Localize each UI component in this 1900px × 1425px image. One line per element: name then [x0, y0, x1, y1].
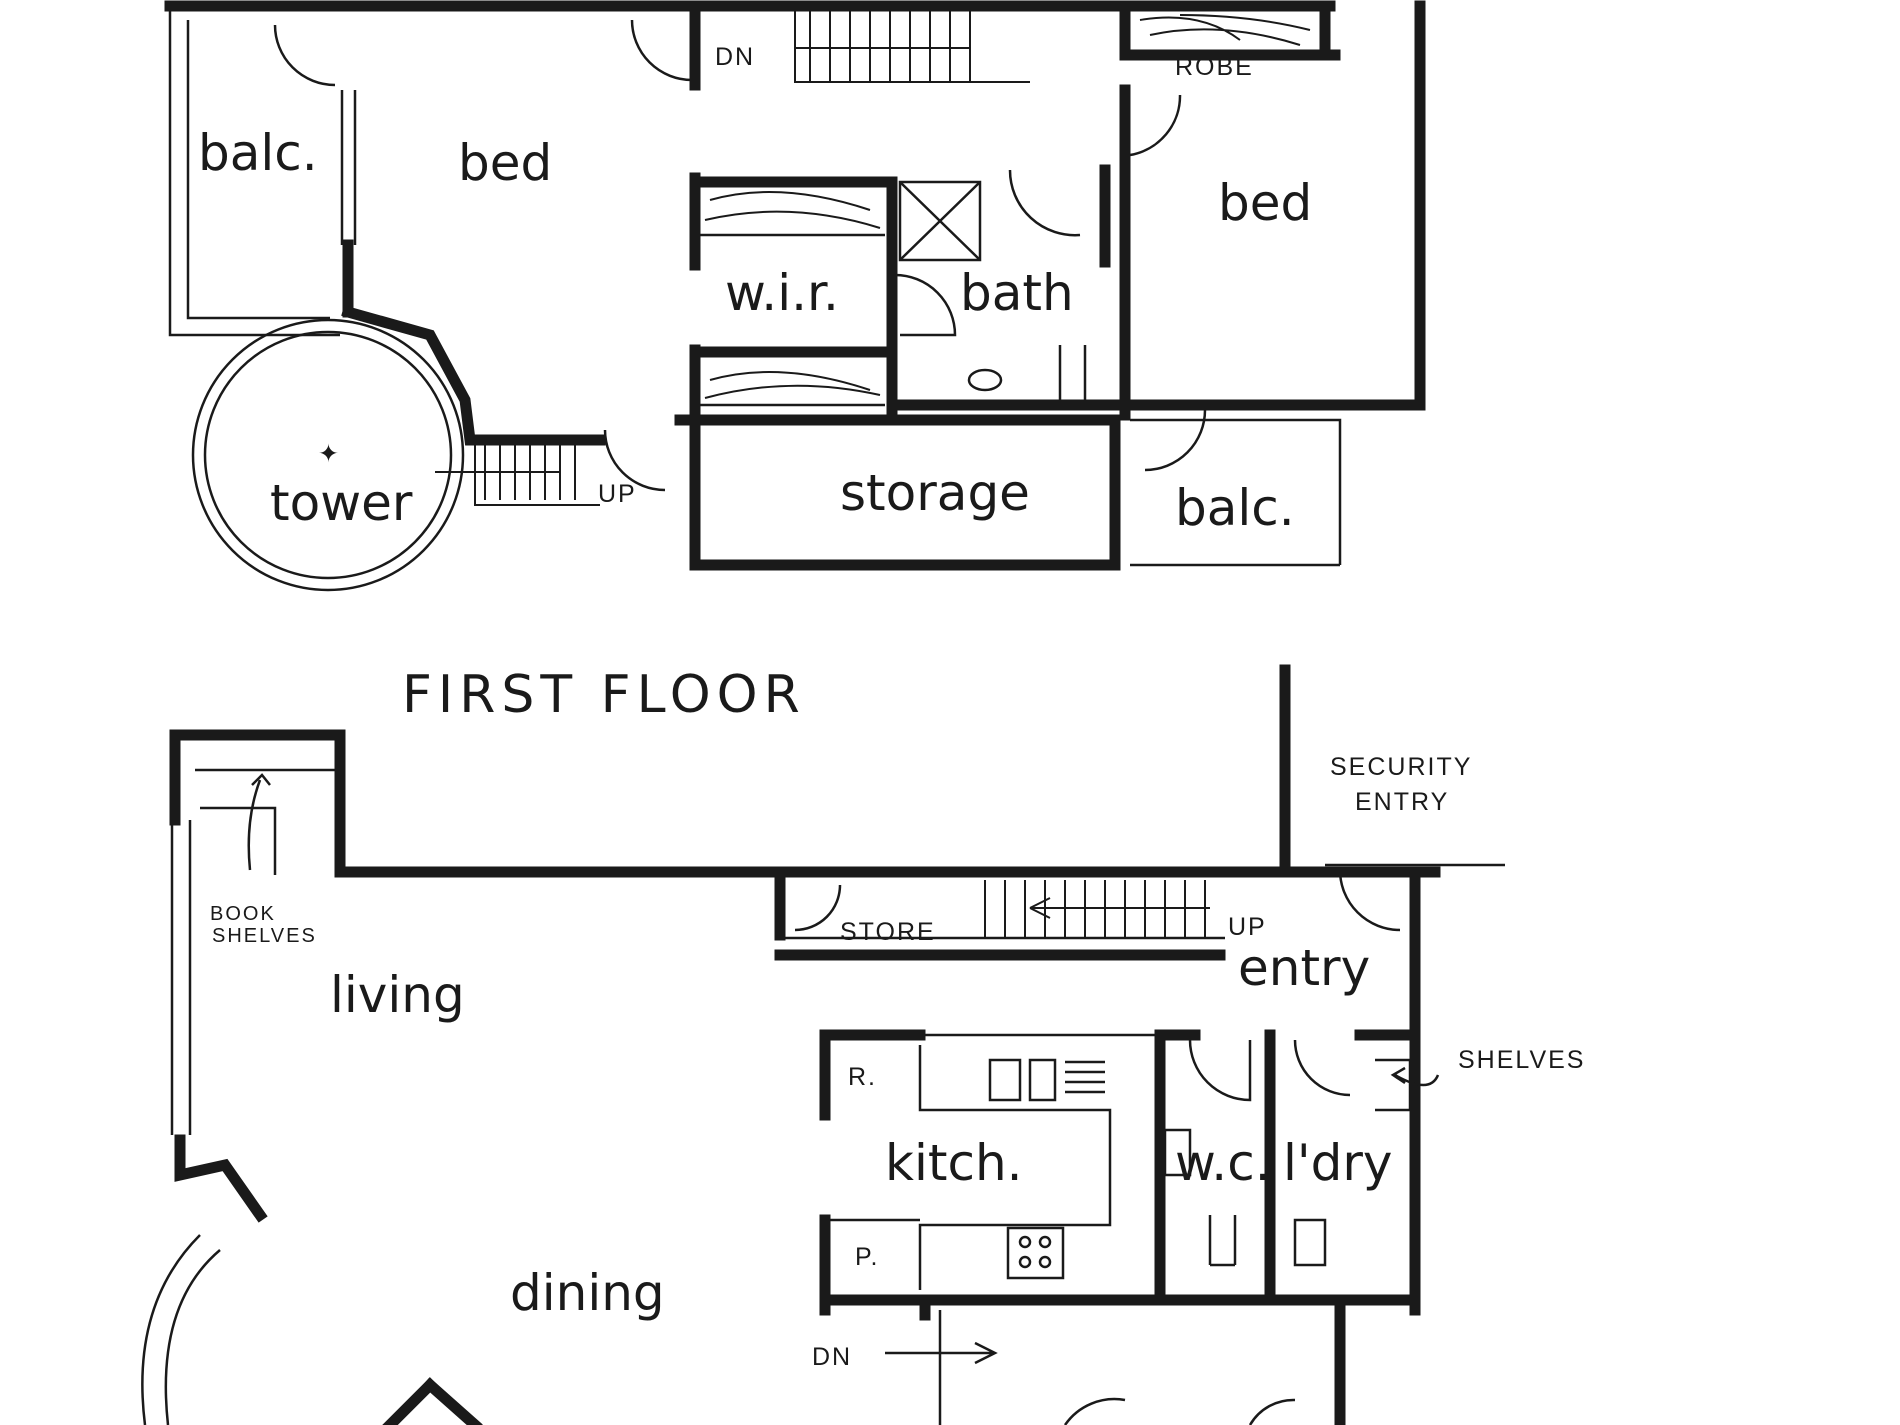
- note-label-entry: ENTRY: [1355, 788, 1449, 816]
- note-label-security: SECURITY: [1330, 753, 1472, 781]
- room-label-wc: w.c.: [1175, 1134, 1271, 1192]
- note-label-stair-down: DN: [715, 43, 755, 71]
- room-label-tower: tower: [270, 474, 413, 532]
- note-label-shelves-book: SHELVES: [212, 925, 317, 947]
- room-label-kitchen: kitch.: [885, 1134, 1023, 1192]
- ground-floor-stair-up: [984, 880, 1210, 938]
- room-label-bed-left: bed: [458, 134, 552, 192]
- first-floor-labels: balc. bed w.i.r. bath bed tower storage …: [198, 43, 1312, 537]
- room-label-wir: w.i.r.: [725, 264, 839, 322]
- ground-floor-labels: living dining kitch. w.c. l'dry entry BO…: [210, 753, 1585, 1371]
- note-label-fridge: R.: [848, 1063, 877, 1091]
- note-label-robe: ROBE: [1175, 53, 1254, 81]
- room-label-dining: dining: [510, 1264, 665, 1322]
- first-floor-stair-down: [794, 10, 1030, 83]
- room-label-bed-right: bed: [1218, 174, 1312, 232]
- note-label-book: BOOK: [210, 903, 276, 925]
- room-label-balcony-left: balc.: [198, 124, 318, 182]
- ground-floor-plan: [141, 664, 1505, 1425]
- room-label-entry: entry: [1238, 939, 1370, 997]
- room-label-bath: bath: [960, 264, 1074, 322]
- note-label-stair-down-ground: DN: [812, 1343, 852, 1371]
- note-label-stair-up-ground: UP: [1228, 913, 1267, 941]
- note-label-pantry: P.: [855, 1243, 879, 1271]
- note-label-shelves: SHELVES: [1458, 1046, 1585, 1074]
- room-label-living: living: [330, 966, 465, 1024]
- tower-center-mark: ✦: [318, 440, 341, 468]
- floor-title: FIRST FLOOR: [402, 665, 806, 725]
- room-label-laundry: l'dry: [1283, 1134, 1393, 1192]
- room-label-storage: storage: [840, 464, 1030, 522]
- first-floor-plan: [164, 0, 1426, 592]
- room-label-balcony-right: balc.: [1175, 479, 1295, 537]
- note-label-stair-up: UP: [598, 480, 637, 508]
- note-label-store: STORE: [840, 918, 936, 946]
